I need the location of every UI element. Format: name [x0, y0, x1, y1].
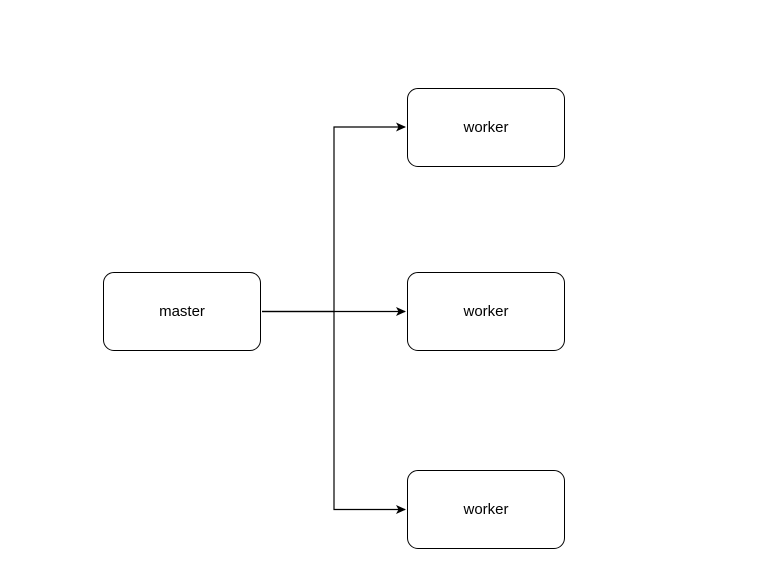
master-node[interactable]: master	[103, 272, 261, 351]
edge-master-to-worker-3	[333, 311, 406, 514]
worker-node-label: worker	[463, 501, 509, 518]
edge-master-to-worker-1	[262, 122, 406, 313]
worker-node-3[interactable]: worker	[407, 470, 565, 549]
worker-node-2[interactable]: worker	[407, 272, 565, 351]
worker-node-label: worker	[463, 119, 509, 136]
master-node-label: master	[159, 303, 205, 320]
worker-node-label: worker	[463, 303, 509, 320]
worker-node-1[interactable]: worker	[407, 88, 565, 167]
